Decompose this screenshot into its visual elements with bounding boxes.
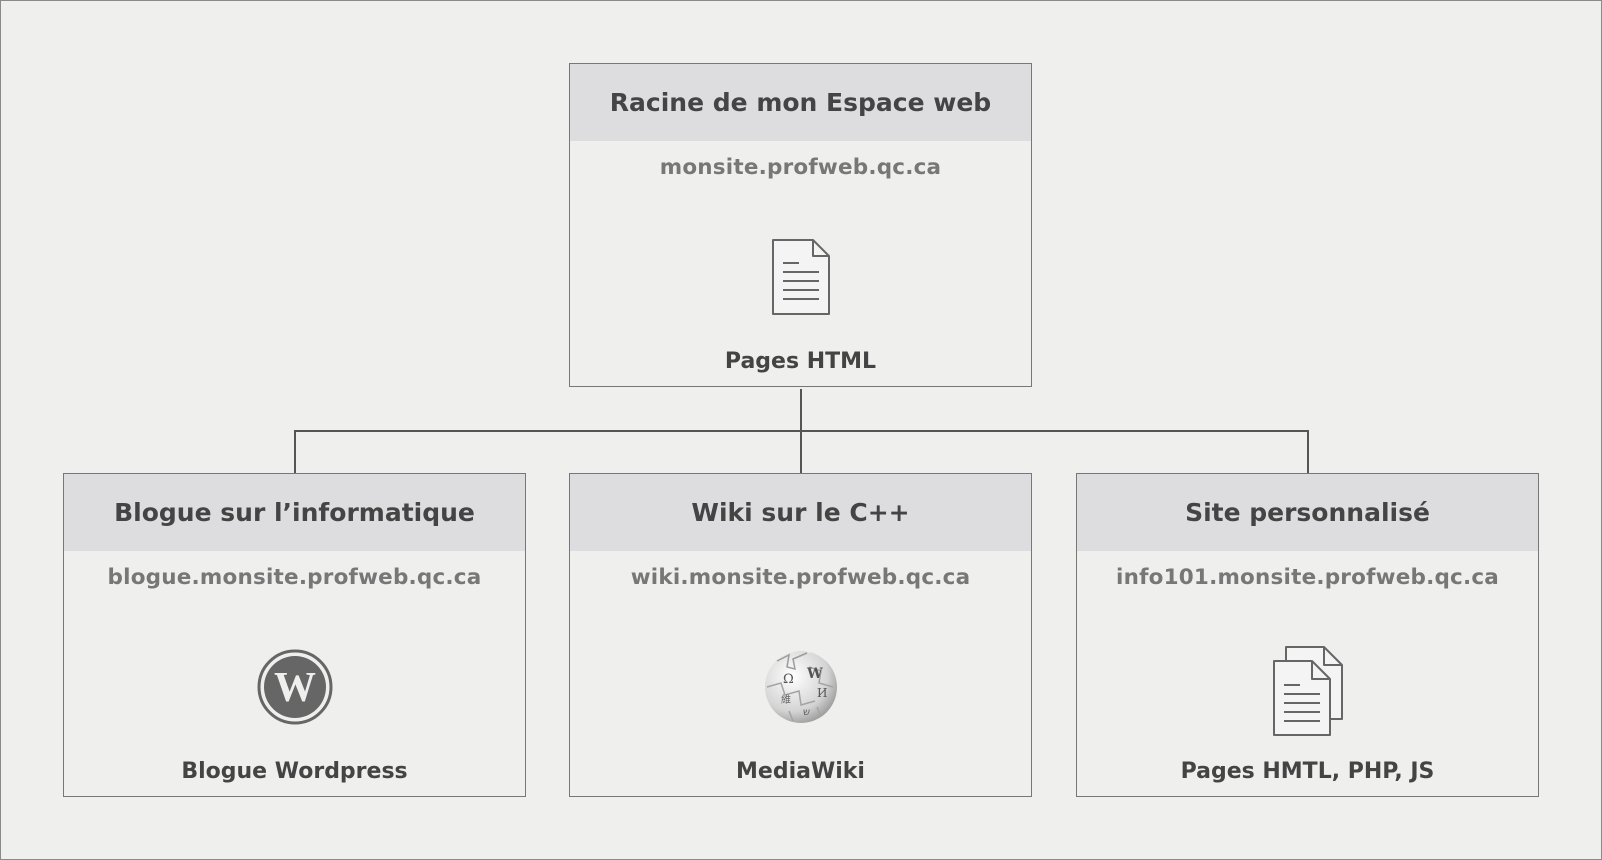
child-node-site-personnalise: Site personnalisé info101.monsite.profwe…: [1076, 473, 1539, 797]
child-node-title: Wiki sur le C++: [570, 474, 1031, 551]
child-node-domain: blogue.monsite.profweb.qc.ca: [107, 565, 482, 590]
connector-child-2: [800, 430, 802, 474]
root-node-domain: monsite.profweb.qc.ca: [659, 155, 942, 180]
wordpress-icon: W: [257, 649, 332, 725]
svg-text:И: И: [817, 686, 827, 700]
root-node: Racine de mon Espace web monsite.profweb…: [569, 63, 1032, 387]
connector-child-3: [1307, 430, 1309, 474]
wikipedia-globe-icon: Ω W И 維 ש: [764, 647, 837, 723]
child-node-title: Site personnalisé: [1077, 474, 1538, 551]
child-node-wiki: Wiki sur le C++ wiki.monsite.profweb.qc.…: [569, 473, 1032, 797]
svg-text:維: 維: [781, 693, 791, 706]
svg-text:W: W: [274, 665, 316, 711]
document-icon: [771, 239, 830, 315]
connector-child-1: [294, 430, 296, 474]
child-node-blogue: Blogue sur l’informatique blogue.monsite…: [63, 473, 526, 797]
root-node-label: Pages HTML: [724, 349, 877, 374]
documents-icon: [1272, 646, 1343, 736]
connector-root-down: [800, 389, 802, 432]
child-node-label: MediaWiki: [736, 759, 865, 784]
svg-text:Ω: Ω: [783, 672, 794, 687]
root-node-title: Racine de mon Espace web: [570, 64, 1031, 141]
svg-text:W: W: [806, 666, 823, 682]
child-node-title: Blogue sur l’informatique: [64, 474, 525, 551]
svg-text:ש: ש: [803, 707, 810, 718]
child-node-domain: wiki.monsite.profweb.qc.ca: [630, 565, 971, 590]
child-node-label: Blogue Wordpress: [181, 759, 408, 784]
child-node-domain: info101.monsite.profweb.qc.ca: [1116, 565, 1499, 590]
child-node-label: Pages HMTL, PHP, JS: [1180, 759, 1435, 784]
